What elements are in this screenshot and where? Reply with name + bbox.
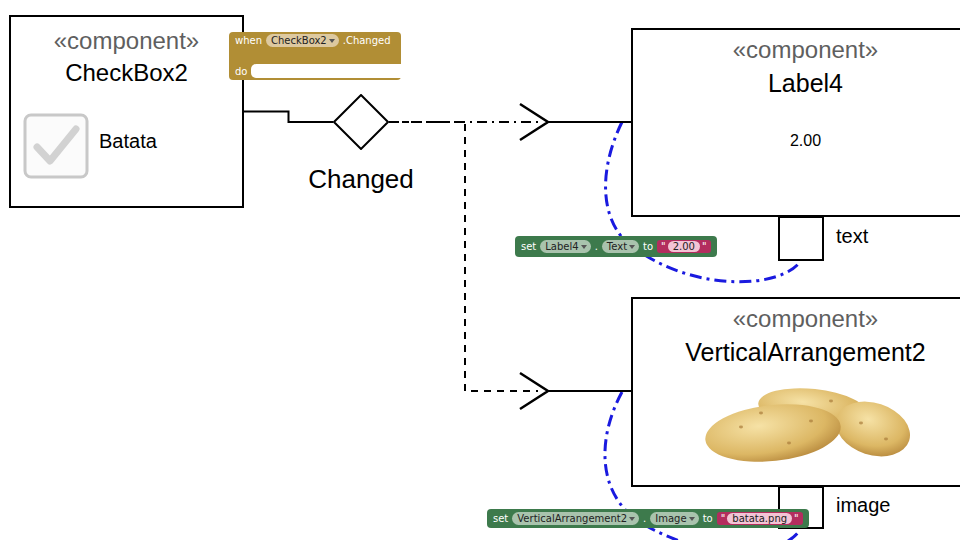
block-row: do — [235, 64, 401, 78]
stereotype: «component» — [633, 305, 960, 334]
dropdown-field: Label4 — [540, 240, 590, 253]
port-square — [779, 217, 823, 260]
block-row: set VerticalArrangement2. Imageto "batata.p… — [493, 512, 803, 525]
connector — [244, 112, 333, 123]
checkbox-caption: Batata — [99, 129, 157, 153]
block-keyword: set — [493, 513, 508, 524]
block-row: when CheckBox2 .Changed — [235, 34, 401, 47]
block-keyword: to — [703, 513, 713, 524]
statement-slot — [251, 64, 401, 78]
potato-picture — [701, 383, 916, 468]
label-value: 2.00 — [633, 131, 960, 150]
connector — [389, 104, 631, 140]
quote-mark: " — [794, 513, 799, 524]
component-name: Label4 — [633, 68, 960, 98]
block-keyword: . — [643, 513, 646, 524]
block-keyword: to — [643, 241, 653, 252]
component-box: «component» CheckBox2Batata — [9, 15, 244, 208]
event-name: Changed — [263, 164, 459, 195]
event-diamond: Changed — [333, 94, 389, 150]
component-name: CheckBox2 — [11, 59, 242, 88]
block-keyword: .Changed — [343, 35, 391, 46]
string-value: batata.png — [727, 513, 792, 524]
component-box: «component» VerticalArrangement2 — [631, 297, 960, 487]
block-keyword: do — [235, 66, 247, 77]
stereotype: «component» — [11, 27, 242, 56]
quote-mark: " — [702, 241, 707, 252]
event-block: when CheckBox2 .Changed do — [229, 32, 401, 80]
setter-block: set Label4. Textto "2.00" — [515, 236, 717, 257]
connector — [389, 122, 631, 409]
setter-block: set VerticalArrangement2. Imageto "batata.p… — [487, 509, 809, 528]
dropdown-field: VerticalArrangement2 — [512, 512, 639, 525]
component-name: VerticalArrangement2 — [633, 337, 960, 367]
port-label: image — [836, 493, 890, 517]
block-keyword: . — [595, 241, 598, 252]
string-block: "batata.png" — [717, 512, 803, 525]
quote-mark: " — [661, 241, 666, 252]
block-row: set Label4. Textto "2.00" — [521, 240, 711, 253]
port-label: text — [836, 224, 868, 248]
diamond-outline — [333, 94, 389, 150]
block-keyword: set — [521, 241, 536, 252]
component-box: «component» Label4 2.00 — [631, 28, 960, 217]
checkbox-icon — [21, 111, 91, 181]
dropdown-field: Text — [602, 240, 639, 253]
quote-mark: " — [721, 513, 726, 524]
stereotype: «component» — [633, 36, 960, 65]
string-block: "2.00" — [657, 240, 710, 253]
string-value: 2.00 — [668, 241, 700, 252]
dropdown-field: CheckBox2 — [266, 34, 339, 47]
block-keyword: when — [235, 35, 262, 46]
dropdown-field: Image — [650, 512, 698, 525]
